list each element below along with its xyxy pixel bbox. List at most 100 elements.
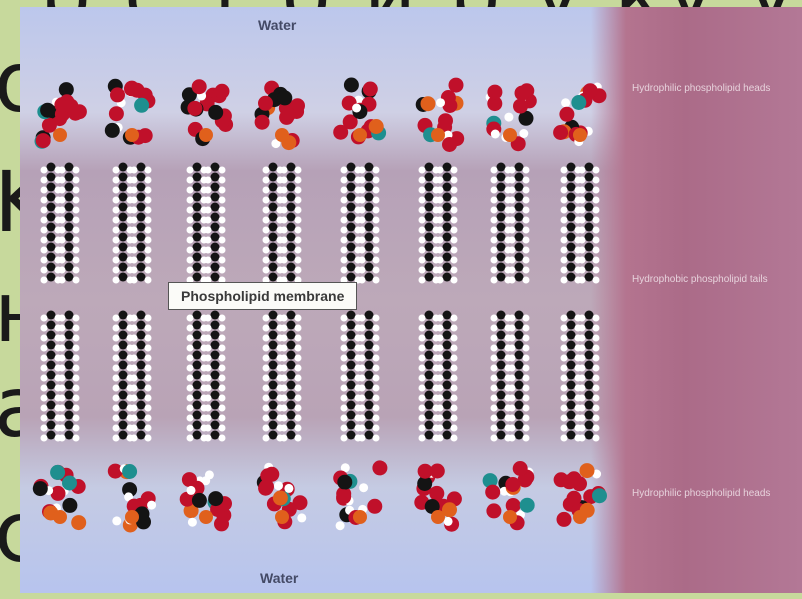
head-atom [342, 114, 358, 130]
head-atom [254, 114, 270, 130]
carbon-atom [424, 262, 434, 272]
carbon-atom [268, 320, 278, 330]
phospholipid-pair [179, 79, 234, 532]
hydrogen-atom [358, 364, 366, 372]
hydrogen-atom [294, 354, 302, 362]
head-atom [362, 81, 378, 97]
hydrogen-atom [186, 216, 194, 224]
hydrogen-atom [340, 196, 348, 204]
carbon-atom [496, 380, 506, 390]
hydrogen-atom [218, 334, 226, 342]
hydrogen-atom [578, 266, 586, 274]
hydrogen-atom [418, 166, 426, 174]
hydrogen-atom [72, 166, 80, 174]
carbon-atom [584, 272, 594, 282]
carbon-atom [136, 350, 146, 360]
carbon-atom [566, 420, 576, 430]
phosphorus-atom [199, 510, 213, 524]
hydrogen-atom [372, 354, 380, 362]
hydrogen-atom [372, 434, 380, 442]
hydrogen-atom [280, 266, 288, 274]
hydrogen-atom [592, 196, 600, 204]
hydrogen-atom [578, 404, 586, 412]
hydrogen-atom [40, 256, 48, 264]
carbon-atom [136, 272, 146, 282]
carbon-atom [584, 370, 594, 380]
hydrogen-atom [130, 364, 138, 372]
hydrogen-atom [522, 344, 530, 352]
hydrogen-atom [522, 186, 530, 194]
carbon-atom [424, 380, 434, 390]
carbon-atom [268, 172, 278, 182]
hydrogen-atom [72, 216, 80, 224]
carbon-atom [286, 202, 296, 212]
hydrogen-atom [372, 246, 380, 254]
hydrogen-atom [40, 354, 48, 362]
carbon-atom [192, 252, 202, 262]
carbon-atom [584, 330, 594, 340]
hydrogen-atom [508, 256, 516, 264]
hydrogen-atom [508, 434, 516, 442]
hydrogen-atom [522, 394, 530, 402]
carbon-atom [268, 182, 278, 192]
hydrogen-atom [340, 404, 348, 412]
hydrogen-atom [72, 266, 80, 274]
carbon-atom [424, 430, 434, 440]
carbon-atom [64, 330, 74, 340]
hydrogen-atom [112, 344, 120, 352]
carbon-atom [514, 202, 524, 212]
hydrogen-atom [418, 384, 426, 392]
carbon-atom [268, 192, 278, 202]
carbon-atom [46, 212, 56, 222]
carbon-atom [364, 172, 374, 182]
carbon-atom [210, 162, 220, 172]
carbon-atom [268, 340, 278, 350]
hydrogen-atom [204, 324, 212, 332]
hydrogen-atom [340, 176, 348, 184]
hydrogen-atom [294, 424, 302, 432]
hydrogen-atom [418, 314, 426, 322]
hydrogen-atom [186, 196, 194, 204]
hydrogen-atom [578, 344, 586, 352]
hydrogen-atom [490, 266, 498, 274]
hydrogen-atom [72, 246, 80, 254]
carbon-atom [268, 310, 278, 320]
hydrogen-atom [560, 226, 568, 234]
carbon-atom [268, 222, 278, 232]
carbon-atom [566, 242, 576, 252]
hydrogen-atom [372, 256, 380, 264]
hydrogen-atom [144, 374, 152, 382]
hydrogen-atom [40, 216, 48, 224]
carbon-atom [514, 380, 524, 390]
hydrogen-atom [218, 314, 226, 322]
head-atom [420, 96, 436, 112]
carbon-atom [364, 370, 374, 380]
hydrogen-atom [130, 384, 138, 392]
carbon-atom [46, 390, 56, 400]
hydrogen-atom [508, 246, 516, 254]
carbon-atom [192, 390, 202, 400]
hydrogen-atom [112, 404, 120, 412]
water-label-bottom: Water [260, 570, 299, 586]
hydrogen-atom [204, 266, 212, 274]
head-atom [505, 477, 521, 492]
carbon-atom [118, 182, 128, 192]
carbon-atom [46, 310, 56, 320]
head-atom [187, 100, 203, 116]
carbon-atom [64, 420, 74, 430]
hydrogen-atom [592, 344, 600, 352]
hydrogen-atom [578, 434, 586, 442]
carbon-atom [442, 262, 452, 272]
hydrogen-atom [280, 176, 288, 184]
hydrogen-atom [418, 186, 426, 194]
hydrogen-atom [204, 404, 212, 412]
hydrogen-atom [340, 414, 348, 422]
hydrogen-atom [186, 434, 194, 442]
hydrogen-atom [40, 404, 48, 412]
carbon-atom [210, 420, 220, 430]
hydrogen-atom [358, 266, 366, 274]
hydrogen-atom [262, 256, 270, 264]
carbon-atom [364, 330, 374, 340]
hydrogen-atom [40, 276, 48, 284]
carbon-atom [118, 252, 128, 262]
